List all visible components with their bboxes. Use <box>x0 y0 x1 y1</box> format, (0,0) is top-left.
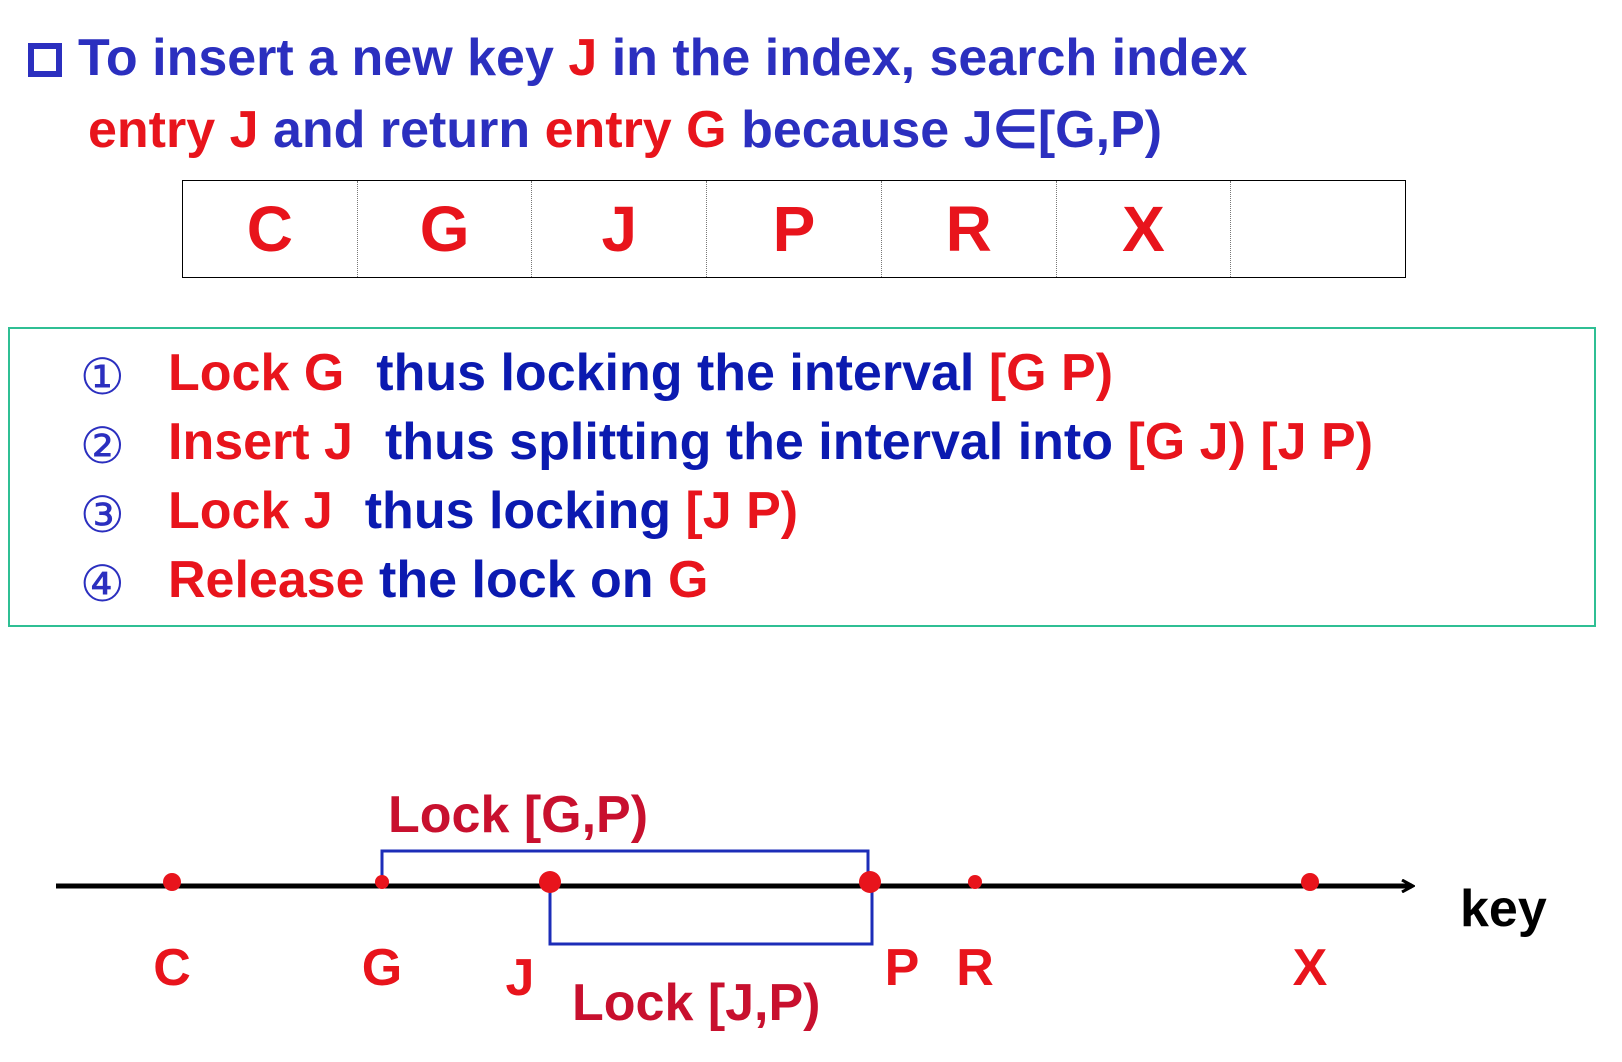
title-line-2-segment-3: because J∈[G,P) <box>726 101 1163 159</box>
title-line-1-text: To insert a new key J in the index, sear… <box>78 29 1247 87</box>
title-line-2-segment-0: entry J <box>88 101 259 159</box>
index-cell-r: R <box>882 181 1057 277</box>
index-cell-c: C <box>183 181 358 277</box>
key-label-p: P <box>885 939 920 997</box>
step-3-segment-3: [J P) <box>685 482 799 540</box>
title-line-1-segment-1: J <box>568 29 598 87</box>
lock-upper-label: Lock [G,P) <box>388 786 648 844</box>
key-dot-r <box>968 875 982 889</box>
square-bullet-icon <box>28 43 62 77</box>
title-line-1-segment-0: To insert a new key <box>78 29 569 87</box>
key-dot-c <box>163 873 181 891</box>
step-1-segment-2: thus locking the interval <box>376 344 989 402</box>
key-axis-label: key <box>1460 880 1547 938</box>
lock-upper-bracket <box>380 849 870 886</box>
step-1-segment-0: Lock G <box>168 344 345 402</box>
index-cell-p: P <box>707 181 882 277</box>
step-2-segment-3: [G J) [J P) <box>1127 413 1374 471</box>
lock-lower-label: Lock [J,P) <box>572 974 821 1032</box>
title-line-2-segment-2: entry G <box>544 101 727 159</box>
key-dot-g <box>375 875 389 889</box>
lock-lower-bracket <box>548 886 874 946</box>
key-dot-x <box>1301 873 1319 891</box>
key-label-j: J <box>506 949 535 1007</box>
key-label-g: G <box>362 939 402 997</box>
index-cell-x: X <box>1057 181 1232 277</box>
index-cell-g: G <box>358 181 533 277</box>
key-label-r: R <box>956 939 994 997</box>
title-line-1-segment-2: in the index, search index <box>597 29 1248 87</box>
key-label-x: X <box>1293 939 1328 997</box>
title-line-1: To insert a new key J in the index, sear… <box>28 22 1608 94</box>
title: To insert a new key J in the index, sear… <box>28 22 1608 166</box>
step-4-segment-1: the lock on <box>364 551 668 609</box>
key-dot-p <box>859 871 881 893</box>
step-2-segment-0: Insert J <box>168 413 353 471</box>
step-1-segment-3: [G P) <box>988 344 1114 402</box>
step-3-segment-2: thus locking <box>364 482 686 540</box>
title-line-2: entry J and return entry G because J∈[G,… <box>28 94 1608 166</box>
key-label-c: C <box>153 939 191 997</box>
key-dot-j <box>539 871 561 893</box>
title-line-2-segment-1: and return <box>258 101 545 159</box>
index-cell-j: J <box>532 181 708 277</box>
step-3-segment-0: Lock J <box>168 482 333 540</box>
step-2-segment-2: thus splitting the interval into <box>384 413 1128 471</box>
step-4-segment-0: Release <box>168 551 365 609</box>
step-4-segment-2: G <box>667 551 709 609</box>
